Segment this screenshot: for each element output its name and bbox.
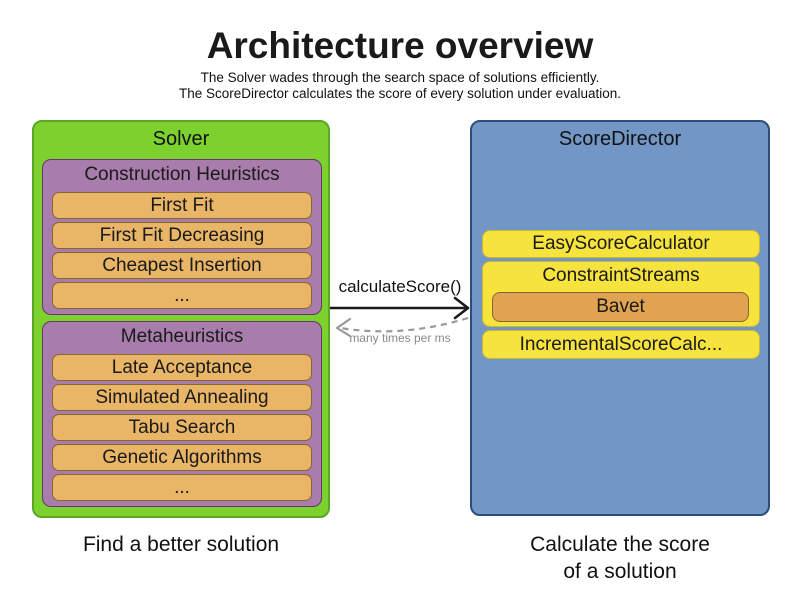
algorithm-item: First Fit Decreasing bbox=[52, 222, 312, 249]
score-director-caption-line-2: of a solution bbox=[563, 560, 677, 583]
construction-heuristics-group: Construction Heuristics First Fit First … bbox=[42, 159, 322, 315]
subtitle-line-2: The ScoreDirector calculates the score o… bbox=[179, 86, 621, 101]
score-director-caption: Calculate the score of a solution bbox=[470, 531, 770, 585]
score-director-box: ScoreDirector EasyScoreCalculator Constr… bbox=[470, 120, 770, 516]
solver-caption: Find a better solution bbox=[82, 533, 280, 556]
algorithm-item: Genetic Algorithms bbox=[52, 444, 312, 471]
score-director-title: ScoreDirector bbox=[558, 128, 682, 150]
algorithm-item: Cheapest Insertion bbox=[52, 252, 312, 279]
group-title: Construction Heuristics bbox=[84, 164, 280, 185]
page-title: Architecture overview bbox=[206, 25, 594, 66]
algorithm-item: First Fit bbox=[52, 192, 312, 219]
constraint-streams-label: ConstraintStreams bbox=[542, 265, 700, 286]
subtitle-line-1: The Solver wades through the search spac… bbox=[200, 70, 600, 85]
algorithm-item-ellipsis: ... bbox=[52, 474, 312, 501]
flow-arrows bbox=[330, 296, 470, 338]
incremental-score-calculator-box: IncrementalScoreCalc... bbox=[482, 330, 760, 359]
constraint-streams-box: ConstraintStreams Bavet bbox=[482, 261, 760, 327]
metaheuristics-group: Metaheuristics Late Acceptance Simulated… bbox=[42, 321, 322, 507]
group-title: Metaheuristics bbox=[120, 326, 244, 347]
algorithm-item: Simulated Annealing bbox=[52, 384, 312, 411]
bavet-box: Bavet bbox=[492, 292, 749, 322]
call-arrow bbox=[330, 296, 470, 320]
score-director-caption-line-1: Calculate the score bbox=[530, 533, 710, 556]
return-arrow bbox=[335, 316, 469, 338]
solver-title: Solver bbox=[152, 128, 210, 150]
solver-box: Solver Construction Heuristics First Fit… bbox=[32, 120, 330, 518]
algorithm-item-ellipsis: ... bbox=[52, 282, 312, 309]
algorithm-item: Tabu Search bbox=[52, 414, 312, 441]
algorithm-item: Late Acceptance bbox=[52, 354, 312, 381]
calculate-score-label: calculateScore() bbox=[338, 277, 462, 296]
frequency-label: many times per ms bbox=[349, 331, 451, 345]
easy-score-calculator-box: EasyScoreCalculator bbox=[482, 230, 760, 258]
